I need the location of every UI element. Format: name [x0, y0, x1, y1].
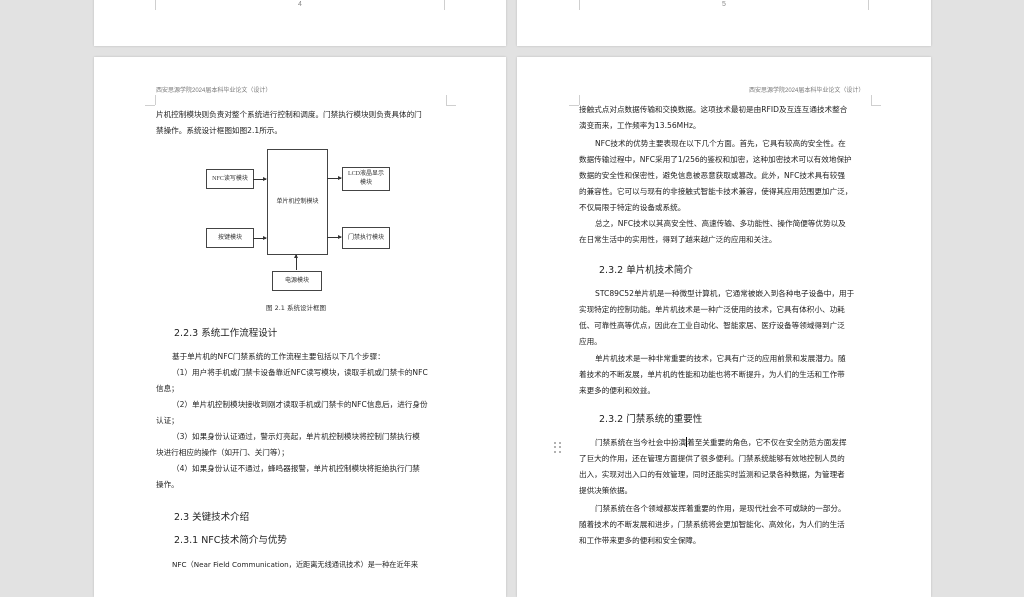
box-label: 门禁执行模块	[347, 234, 384, 241]
intro-paragraph: 片机控制模块则负责对整个系统进行控制和调度。门禁执行模块则负责具体的门 禁操作。…	[156, 107, 422, 139]
text-line: 随着技术的不断发展和进步，门禁系统将会更加智能化、高效化，为人们的生活	[579, 520, 845, 529]
lcd-module-box: LCD液晶显示 模块	[342, 167, 390, 191]
margin-mark	[155, 0, 156, 10]
arrow-right-icon	[327, 176, 342, 180]
text-line: 来更多的便利和效益。	[579, 386, 655, 395]
text-cursor	[686, 437, 688, 447]
box-label: 电源模块	[284, 277, 309, 284]
mcu-paragraph-1: STC89C52单片机是一种微型计算机，它通常被嵌入到各种电子设备中，用于 实现…	[579, 286, 854, 350]
section-heading: 2.3.2 门禁系统的重要性	[599, 414, 703, 425]
page-number: 5	[722, 1, 726, 8]
box-label: 模块	[359, 180, 372, 186]
text-line: 实现特定的控制功能。单片机技术是一种广泛使用的技术，它具有体积小、功耗	[579, 305, 845, 314]
margin-mark	[569, 105, 579, 106]
text-line: 禁操作。系统设计框图如图2.1所示。	[156, 126, 282, 135]
box-label: LCD液晶显示	[347, 171, 384, 177]
text-line: 块进行相应的操作（如开门、关门等）；	[156, 448, 289, 457]
page-5-bottom: 5	[517, 0, 931, 46]
text-line: （3）如果身份认证通过，警示灯亮起，单片机控制模块将控制门禁执行模	[172, 432, 420, 441]
arrow-right-icon	[253, 236, 267, 240]
text-line: 数据的安全性和保密性，避免信息被恶意获取或篡改。此外，NFC技术具有较强	[579, 171, 845, 180]
margin-mark	[444, 0, 445, 10]
text-line: NFC技术的优势主要表现在以下几个方面。首先，它具有较高的安全性。在	[595, 139, 846, 148]
margin-mark	[871, 95, 872, 105]
text-line: 的兼容性。它可以与现有的非接触式智能卡技术兼容，使得其应用范围更加广泛，	[579, 187, 853, 196]
text-line: 着技术的不断发展，单片机的性能和功能也将不断提升，为人们的生活和工作带	[579, 370, 845, 379]
page-header: 西安思源学院2024届本科毕业论文（设计）	[156, 88, 272, 94]
margin-mark	[579, 0, 580, 10]
nfc-advantages-paragraph: NFC技术的优势主要表现在以下几个方面。首先，它具有较高的安全性。在 数据传输过…	[579, 136, 852, 216]
text-line: 低、可靠性高等优点，因此在工业自动化、智能家居、医疗设备等领域得到广泛	[579, 321, 845, 330]
text-line: 数据传输过程中，NFC采用了1/256的鉴权和加密，这种加密技术可以有效地保护	[579, 155, 852, 164]
margin-mark	[871, 105, 881, 106]
margin-mark	[145, 105, 155, 106]
margin-mark	[446, 105, 456, 106]
margin-mark	[868, 0, 869, 10]
text-line: 认证；	[156, 416, 179, 425]
text-line: （1）用户将手机或门禁卡设备靠近NFC读写模块，读取手机或门禁卡的NFC	[172, 368, 428, 377]
text-span: 门禁系统在当今社会中扮演	[595, 438, 687, 447]
mcu-module-box: 单片机控制模块	[267, 149, 328, 255]
key-module-box: 按键模块	[206, 228, 254, 248]
text-line: 提供决策依据。	[579, 486, 633, 495]
section-heading: 2.3.2 单片机技术简介	[599, 265, 693, 276]
text-line: STC89C52单片机是一种微型计算机，它通常被嵌入到各种电子设备中，用于	[595, 289, 855, 298]
page-7: 西安思源学院2024届本科毕业论文（设计） 接触式点对点数据传输和交换数据。这项…	[517, 57, 931, 597]
text-line: 不仅局限于特定的设备或系统。	[579, 203, 686, 212]
power-module-box: 电源模块	[272, 271, 322, 291]
workflow-paragraph: 基于单片机的NFC门禁系统的工作流程主要包括以下几个步骤： （1）用户将手机或门…	[156, 349, 428, 493]
page-number: 4	[298, 1, 302, 8]
margin-mark	[579, 95, 580, 105]
box-label: 按键模块	[217, 234, 242, 241]
text-line: 和工作带来更多的便利和安全保障。	[579, 536, 701, 545]
access-control-paragraph-2: 门禁系统在各个领域都发挥着重要的作用，是现代社会不可或缺的一部分。 随着技术的不…	[579, 501, 846, 549]
arrow-right-icon	[253, 177, 267, 181]
nfc-summary-paragraph: 总之，NFC技术以其高安全性、高速传输、多功能性、操作简便等优势以及 在日常生活…	[579, 216, 846, 248]
mcu-paragraph-2: 单片机技术是一种非常重要的技术，它具有广泛的应用前景和发展潜力。随 着技术的不断…	[579, 351, 846, 399]
page-header: 西安思源学院2024届本科毕业论文（设计）	[749, 88, 865, 94]
text-line: 信息；	[156, 384, 179, 393]
text-line: 出入，实现对出入口的有效管理，同时还能实时监测和记录各种数据，为管理者	[579, 470, 845, 479]
section-heading: 2.3.1 NFC技术简介与优势	[174, 535, 287, 546]
text-line: 基于单片机的NFC门禁系统的工作流程主要包括以下几个步骤：	[172, 352, 385, 361]
arrow-right-icon	[327, 235, 342, 239]
door-module-box: 门禁执行模块	[342, 227, 390, 249]
drag-handle-icon[interactable]	[554, 442, 562, 454]
text-line: （2）单片机控制模块接收到刚才读取手机或门禁卡的NFC信息后，进行身份	[172, 400, 428, 409]
text-line: 演变而来，工作频率为13.56MHz。	[579, 121, 701, 130]
text-line: 应用。	[579, 337, 602, 346]
box-label: 单片机控制模块	[276, 198, 319, 205]
page-4-bottom: 4	[94, 0, 506, 46]
text-line: NFC（Near Field Communication，近距离无线通讯技术）是…	[172, 560, 419, 569]
text-line: 门禁系统在各个领域都发挥着重要的作用，是现代社会不可或缺的一部分。	[595, 504, 846, 513]
text-line: 门禁系统在当今社会中扮演着至关重要的角色，它不仅在安全防范方面发挥	[579, 435, 847, 451]
section-heading: 2.2.3 系统工作流程设计	[174, 328, 278, 339]
section-heading: 2.3 关键技术介绍	[174, 512, 250, 523]
text-line: 总之，NFC技术以其高安全性、高速传输、多功能性、操作简便等优势以及	[595, 219, 846, 228]
nfc-intro-paragraph: 接触式点对点数据传输和交换数据。这项技术最初是由RFID及互连互通技术整合 演变…	[579, 102, 847, 134]
text-line: 接触式点对点数据传输和交换数据。这项技术最初是由RFID及互连互通技术整合	[579, 105, 848, 114]
arrow-up-icon	[294, 254, 298, 270]
margin-mark	[446, 95, 447, 105]
margin-mark	[155, 95, 156, 105]
text-line: 单片机技术是一种非常重要的技术，它具有广泛的应用前景和发展潜力。随	[595, 354, 846, 363]
text-line: （4）如果身份认证不通过，蜂鸣器报警，单片机控制模块将拒绝执行门禁	[172, 464, 420, 473]
text-line: 在日常生活中的实用性，得到了越来越广泛的应用和关注。	[579, 235, 777, 244]
text-line: 操作。	[156, 480, 179, 489]
nfc-module-box: NFC读写模块	[206, 169, 254, 189]
figure-caption: 图 2.1 系统设计框图	[266, 304, 326, 312]
text-line: 了巨大的作用，还在管理方面提供了很多便利。门禁系统能够有效地控制人员的	[579, 454, 845, 463]
access-control-paragraph-1[interactable]: 门禁系统在当今社会中扮演着至关重要的角色，它不仅在安全防范方面发挥 了巨大的作用…	[579, 435, 847, 499]
text-line: 片机控制模块则负责对整个系统进行控制和调度。门禁执行模块则负责具体的门	[156, 110, 422, 119]
text-span: 着至关重要的角色，它不仅在安全防范方面发挥	[687, 438, 847, 447]
page-6: 西安思源学院2024届本科毕业论文（设计） 片机控制模块则负责对整个系统进行控制…	[94, 57, 506, 597]
box-label: NFC读写模块	[212, 175, 248, 182]
